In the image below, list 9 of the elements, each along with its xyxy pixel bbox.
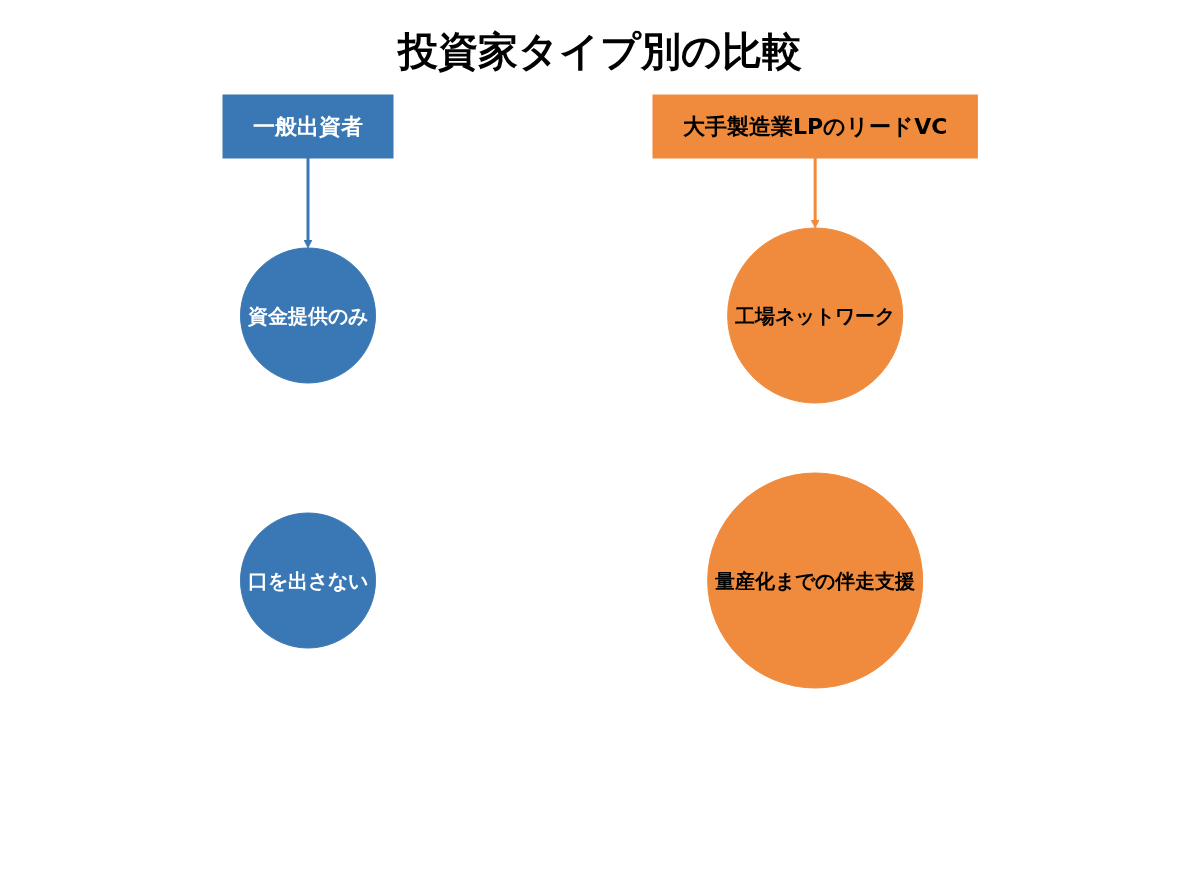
node-box: 大手製造業LPのリードVC bbox=[652, 94, 978, 159]
node-circle: 資金提供のみ bbox=[239, 247, 376, 384]
node-box: 一般出資者 bbox=[222, 94, 394, 159]
diagram-title: 投資家タイプ別の比較 bbox=[396, 27, 803, 76]
node-circle: 量産化までの伴走支援 bbox=[707, 472, 923, 689]
arrow bbox=[303, 158, 313, 249]
arrow bbox=[810, 158, 820, 229]
node-circle: 工場ネットワーク bbox=[727, 227, 903, 404]
node-circle: 口を出さない bbox=[239, 512, 376, 649]
